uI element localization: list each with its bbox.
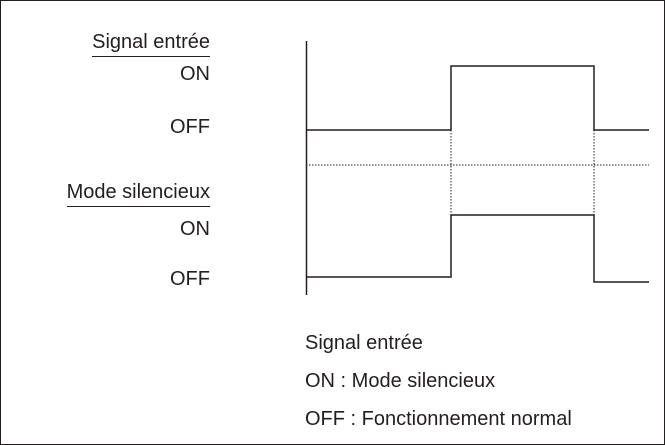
legend-title: Signal entrée bbox=[305, 332, 423, 354]
signal-waveform bbox=[306, 65, 649, 131]
signal-on-label: ON bbox=[180, 63, 210, 85]
signal-section-title: Signal entrée bbox=[92, 31, 210, 57]
signal-off-label: OFF bbox=[170, 116, 210, 138]
mode-off-label: OFF bbox=[170, 268, 210, 290]
mode-waveform bbox=[306, 214, 649, 283]
mode-section-title: Mode silencieux bbox=[66, 181, 210, 207]
legend-on-line: ON : Mode silencieux bbox=[305, 370, 496, 392]
mode-on-label: ON bbox=[180, 218, 210, 240]
legend-off-line: OFF : Fonctionnement normal bbox=[305, 408, 572, 430]
